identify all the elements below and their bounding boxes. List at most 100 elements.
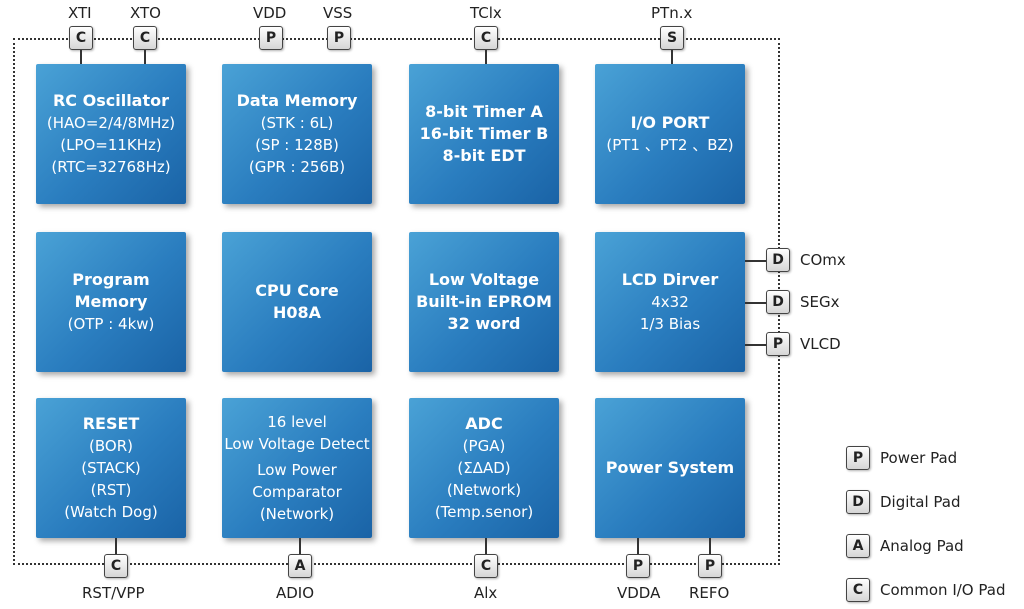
xto-label: XTO [130, 4, 161, 22]
vlcd-pad: P [766, 332, 790, 356]
rc-oscillator-lpo: (LPO=11KHz) [60, 136, 162, 154]
vdd-pad: P [259, 26, 283, 50]
data-memory-stk: (STK : 6L) [260, 114, 334, 132]
eprom-block: Low Voltage Built-in EPROM 32 word [409, 232, 559, 372]
adc-block: ADC (PGA) (ΣΔAD) (Network) (Temp.senor) [409, 398, 559, 538]
edt: 8-bit EDT [442, 146, 526, 165]
reset-block: RESET (BOR) (STACK) (RST) (Watch Dog) [36, 398, 186, 538]
lcd-driver-size: 4x32 [651, 293, 689, 311]
program-memory-block: Program Memory (OTP : 4kw) [36, 232, 186, 372]
ptnx-wire [671, 50, 673, 64]
vss-pad: P [327, 26, 351, 50]
alx-label: Alx [474, 584, 498, 602]
timer-b: 16-bit Timer B [419, 124, 549, 143]
adc-sigma-delta: (ΣΔAD) [457, 459, 511, 477]
data-memory-block: Data Memory (STK : 6L) (SP : 128B) (GPR … [222, 64, 372, 204]
comx-pad: D [766, 248, 790, 272]
program-memory-otp: (OTP : 4kw) [67, 315, 155, 333]
timer-a: 8-bit Timer A [425, 102, 543, 121]
xto-wire [144, 50, 146, 64]
program-memory-title-1: Program [72, 270, 150, 289]
segx-pad: D [766, 290, 790, 314]
rst-vpp-label: RST/VPP [82, 584, 145, 602]
legend-common-io-pad-icon: C [846, 578, 870, 602]
legend-analog-pad-label: Analog Pad [880, 537, 964, 555]
vlcd-label: VLCD [800, 335, 841, 353]
data-memory-title: Data Memory [236, 91, 358, 110]
adio-wire [299, 538, 301, 554]
lcd-driver-bias: 1/3 Bias [639, 315, 701, 333]
refo-wire [709, 538, 711, 554]
legend-digital-pad-icon: D [846, 490, 870, 514]
comparator-line-1: Low Power [257, 461, 337, 479]
rc-oscillator-block: RC Oscillator (HAO=2/4/8MHz) (LPO=11KHz)… [36, 64, 186, 204]
lvd-title: Low Voltage Detect [224, 435, 370, 453]
power-system-block: Power System [595, 398, 745, 538]
lcd-driver-block: LCD Dirver 4x32 1/3 Bias [595, 232, 745, 372]
vdda-pad: P [626, 554, 650, 578]
eprom-line-1: Low Voltage [428, 270, 540, 289]
adc-pga: (PGA) [462, 437, 506, 455]
io-port-ports: (PT1 、PT2 、BZ) [606, 136, 734, 154]
comx-wire [745, 260, 767, 262]
xti-label: XTI [68, 4, 92, 22]
tclx-pad: C [474, 26, 498, 50]
adc-network: (Network) [446, 481, 522, 499]
rst-vpp-wire [115, 538, 117, 554]
lvd-comparator-block: 16 level Low Voltage Detect Low Power Co… [222, 398, 372, 538]
adio-pad: A [288, 554, 312, 578]
cpu-core-title: CPU Core [255, 281, 339, 300]
adio-label: ADIO [276, 584, 315, 602]
comparator-line-2: Comparator [252, 483, 342, 501]
ptnx-pad: S [660, 26, 684, 50]
xto-pad: C [133, 26, 157, 50]
reset-title: RESET [82, 414, 140, 433]
vss-label: VSS [323, 4, 353, 22]
eprom-line-3: 32 word [447, 314, 521, 333]
adc-title: ADC [465, 414, 503, 433]
legend-power-pad-icon: P [846, 446, 870, 470]
data-memory-gpr: (GPR : 256B) [248, 158, 346, 176]
comx-label: COmx [800, 251, 846, 269]
segx-wire [745, 302, 767, 304]
rc-oscillator-rtc: (RTC=32768Hz) [51, 158, 171, 176]
power-system-title: Power System [605, 458, 735, 477]
vdd-label: VDD [253, 4, 287, 22]
program-memory-title-2: Memory [74, 292, 148, 311]
legend-digital-pad-label: Digital Pad [880, 493, 961, 511]
eprom-line-2: Built-in EPROM [416, 292, 552, 311]
reset-bor: (BOR) [89, 437, 133, 455]
vdda-label: VDDA [617, 584, 661, 602]
reset-watch-dog: (Watch Dog) [64, 503, 158, 521]
rc-oscillator-hao: (HAO=2/4/8MHz) [46, 114, 176, 132]
xti-wire [80, 50, 82, 64]
adc-temp-sensor: (Temp.senor) [434, 503, 534, 521]
legend-analog-pad-icon: A [846, 534, 870, 558]
lvd-level: 16 level [267, 413, 327, 431]
timers-block: 8-bit Timer A 16-bit Timer B 8-bit EDT [409, 64, 559, 204]
xti-pad: C [69, 26, 93, 50]
legend-common-io-pad-label: Common I/O Pad [880, 581, 1006, 599]
refo-pad: P [698, 554, 722, 578]
data-memory-sp: (SP : 128B) [255, 136, 339, 154]
rc-oscillator-title: RC Oscillator [52, 91, 170, 110]
segx-label: SEGx [800, 293, 840, 311]
vdda-wire [637, 538, 639, 554]
rst-vpp-pad: C [104, 554, 128, 578]
reset-rst: (RST) [90, 481, 132, 499]
lcd-driver-title: LCD Dirver [621, 270, 719, 289]
comparator-network: (Network) [259, 505, 335, 523]
cpu-core-model: H08A [272, 303, 322, 322]
tclx-wire [485, 50, 487, 64]
reset-stack: (STACK) [81, 459, 141, 477]
cpu-core-block: CPU Core H08A [222, 232, 372, 372]
tclx-label: TClx [470, 4, 502, 22]
ptnx-label: PTn.x [651, 4, 693, 22]
alx-wire [485, 538, 487, 554]
io-port-block: I/O PORT (PT1 、PT2 、BZ) [595, 64, 745, 204]
io-port-title: I/O PORT [630, 113, 710, 132]
alx-pad: C [474, 554, 498, 578]
legend-power-pad-label: Power Pad [880, 449, 958, 467]
vlcd-wire [745, 344, 767, 346]
refo-label: REFO [689, 584, 730, 602]
